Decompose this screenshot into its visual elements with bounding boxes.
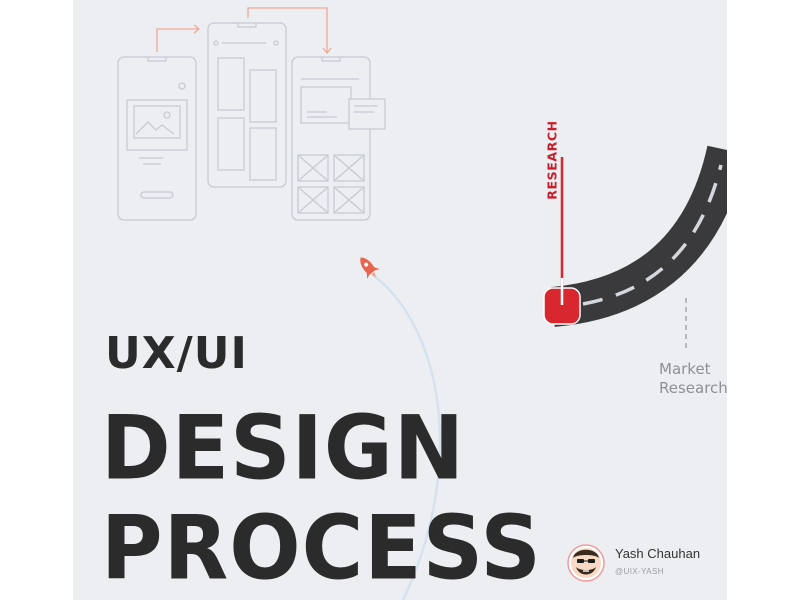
stage-label-research: RESEARCH xyxy=(539,80,565,240)
wireframe-phone-right xyxy=(291,56,386,221)
wireframe-flow-arrows xyxy=(156,7,332,55)
title-process: PROCESS xyxy=(101,496,542,600)
road-center-line xyxy=(582,164,723,306)
research-stage-marker xyxy=(543,157,687,350)
author-avatar xyxy=(567,544,605,582)
stage-label-text: RESEARCH xyxy=(544,120,560,200)
rocket-icon xyxy=(360,257,380,280)
wireframe-phone-left xyxy=(117,56,197,221)
title-ux-ui: UX/UI xyxy=(105,328,248,379)
author-name: Yash Chauhan xyxy=(615,546,701,561)
rocket-trail xyxy=(372,274,442,600)
poster-canvas: UX/UI DESIGN PROCESS RESEARCH Market Res… xyxy=(73,0,727,600)
title-design: DESIGN xyxy=(101,396,466,500)
author-handle: @UIX-YASH xyxy=(615,567,664,576)
wireframe-illustration xyxy=(117,7,386,221)
stage-description: Market Research xyxy=(659,360,727,397)
wireframe-phone-middle xyxy=(207,22,287,188)
author-credit: Yash Chauhan @UIX-YASH xyxy=(567,544,717,584)
poster-artwork xyxy=(117,7,727,600)
process-road xyxy=(550,145,727,327)
